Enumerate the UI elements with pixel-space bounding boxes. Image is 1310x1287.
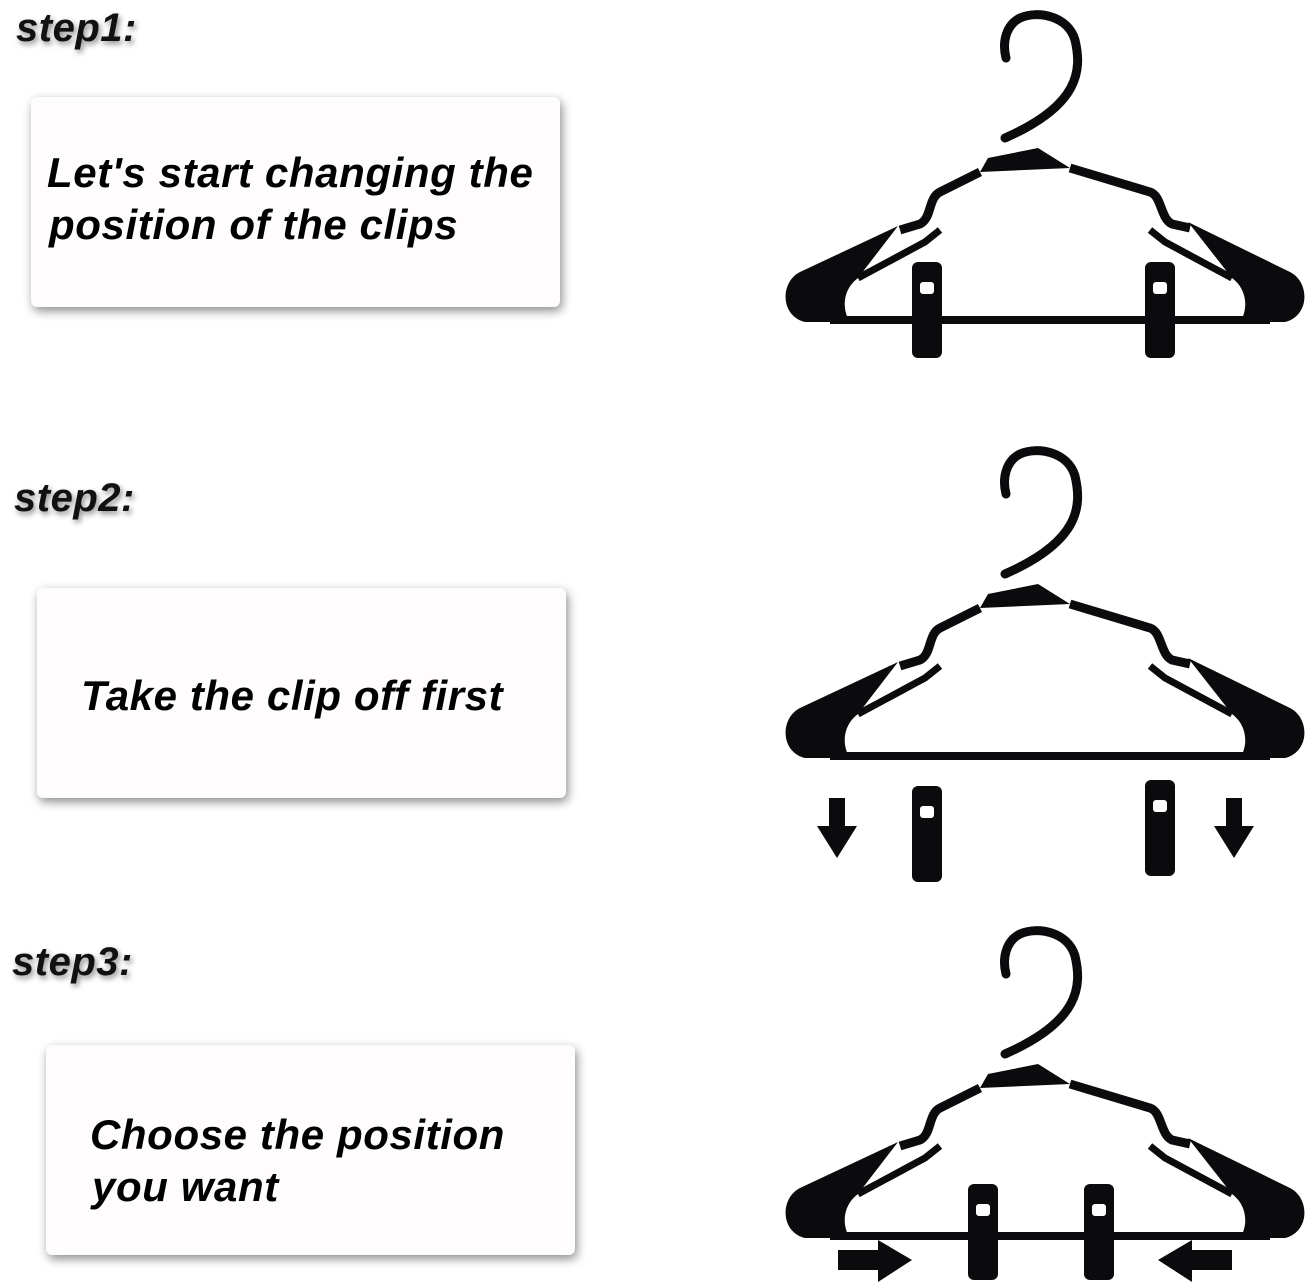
hanger-icon [786,15,1305,324]
clip-icon [1084,1184,1114,1280]
step-3-text-line-2: you want [92,1163,279,1210]
step-3-illustration [770,926,1310,1287]
arrow-down-icon [817,798,857,858]
step-3-label: step3: [12,940,133,984]
hanger-icon [786,451,1305,760]
step-3-card: Choose the position you want [46,1045,575,1255]
clip-icon [1145,262,1175,358]
arrow-left-icon [1158,1240,1232,1282]
clip-icon [968,1184,998,1280]
step-2-card: Take the clip off first [37,588,566,798]
clip-icon [1145,780,1175,876]
step-1-label: step1: [16,6,137,50]
clip-icon [912,262,942,358]
hanger-icon [786,931,1305,1240]
step-1-illustration [770,10,1310,370]
step-1-text-line-2: position of the clips [49,201,459,248]
arrow-down-icon [1214,798,1254,858]
step-3-text-line-1: Choose the position [90,1111,506,1158]
step-1-card: Let's start changing the position of the… [31,97,560,307]
clip-icon [912,786,942,882]
step-2-label: step2: [14,476,135,520]
step-1-text-line-1: Let's start changing the [47,149,534,196]
step-2-text-line-1: Take the clip off first [81,672,504,719]
arrow-right-icon [838,1240,912,1282]
step-2-illustration [770,446,1310,886]
